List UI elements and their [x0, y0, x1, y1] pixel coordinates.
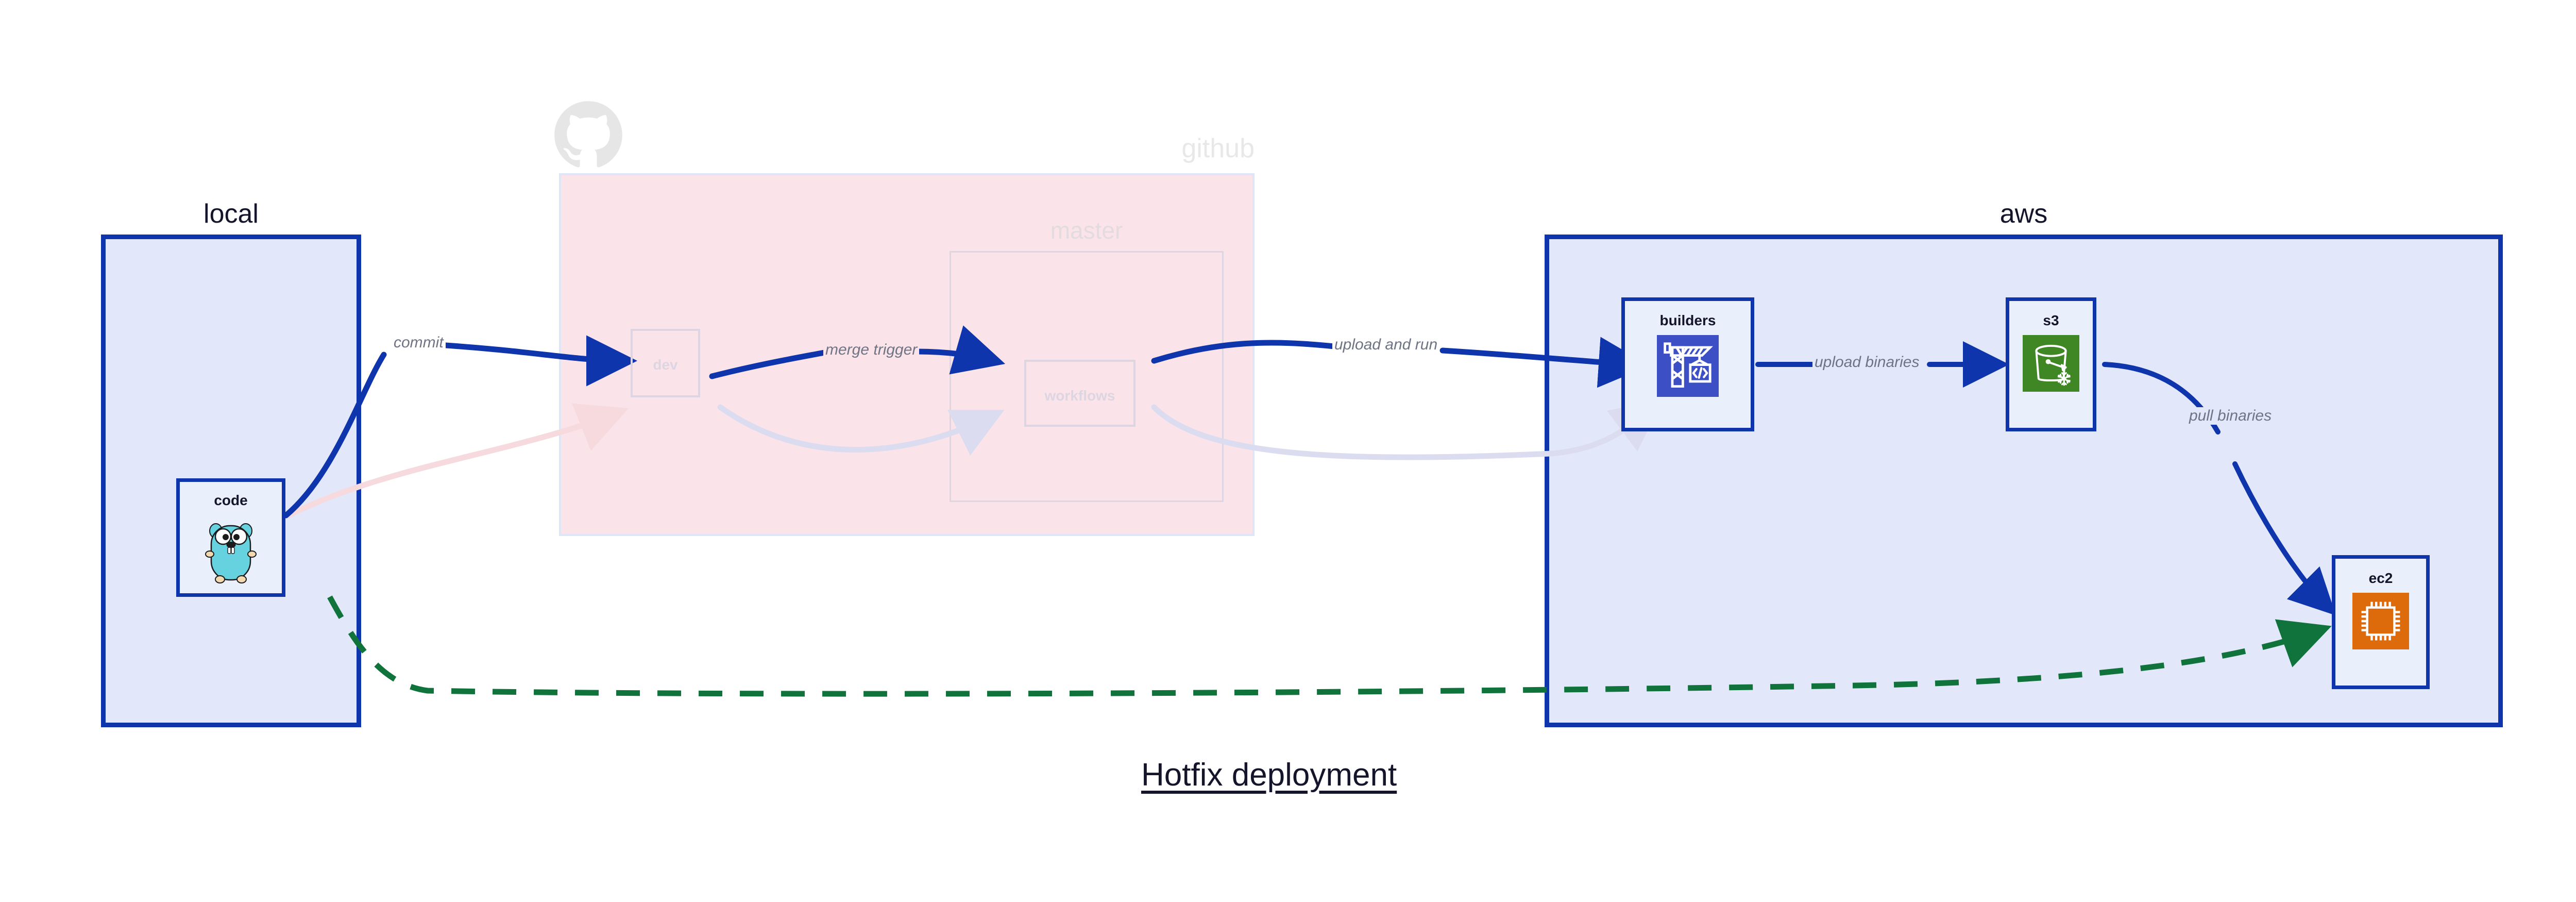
edge-label-commit: commit	[392, 334, 446, 352]
node-workflows[interactable]: workflows	[1024, 360, 1136, 427]
subgroup-title-master: master	[1050, 217, 1123, 244]
edge-label-upload-binaries: upload binaries	[1812, 354, 1922, 371]
node-label-workflows: workflows	[1044, 388, 1115, 404]
node-label-ec2: ec2	[2368, 570, 2393, 586]
edge-label-upload-and-run: upload and run	[1332, 336, 1440, 354]
group-title-aws: aws	[1999, 199, 2048, 229]
go-gopher-icon	[205, 523, 257, 583]
edge-label-merge-trigger: merge trigger	[823, 341, 920, 359]
node-label-dev: dev	[653, 357, 678, 373]
group-title-github: github	[1181, 133, 1255, 163]
edge-label-pull-binaries: pull binaries	[2187, 407, 2274, 425]
node-ec2[interactable]: ec2	[2332, 555, 2430, 689]
group-title-local: local	[204, 199, 259, 229]
node-code[interactable]: code	[176, 478, 285, 597]
node-s3[interactable]: s3	[2006, 297, 2096, 431]
aws-s3-bucket-glacier-icon	[2023, 335, 2079, 392]
aws-ec2-chip-icon	[2352, 593, 2409, 649]
diagram-title: Hotfix deployment	[1141, 757, 1397, 793]
node-builders[interactable]: builders	[1621, 297, 1754, 431]
subgroup-master[interactable]	[950, 251, 1224, 502]
node-label-s3: s3	[2043, 312, 2059, 328]
github-octocat-icon	[554, 101, 622, 168]
node-dev[interactable]: dev	[631, 329, 700, 397]
node-label-builders: builders	[1659, 312, 1716, 328]
node-label-code: code	[214, 492, 248, 508]
aws-codebuild-crane-icon	[1657, 335, 1719, 397]
